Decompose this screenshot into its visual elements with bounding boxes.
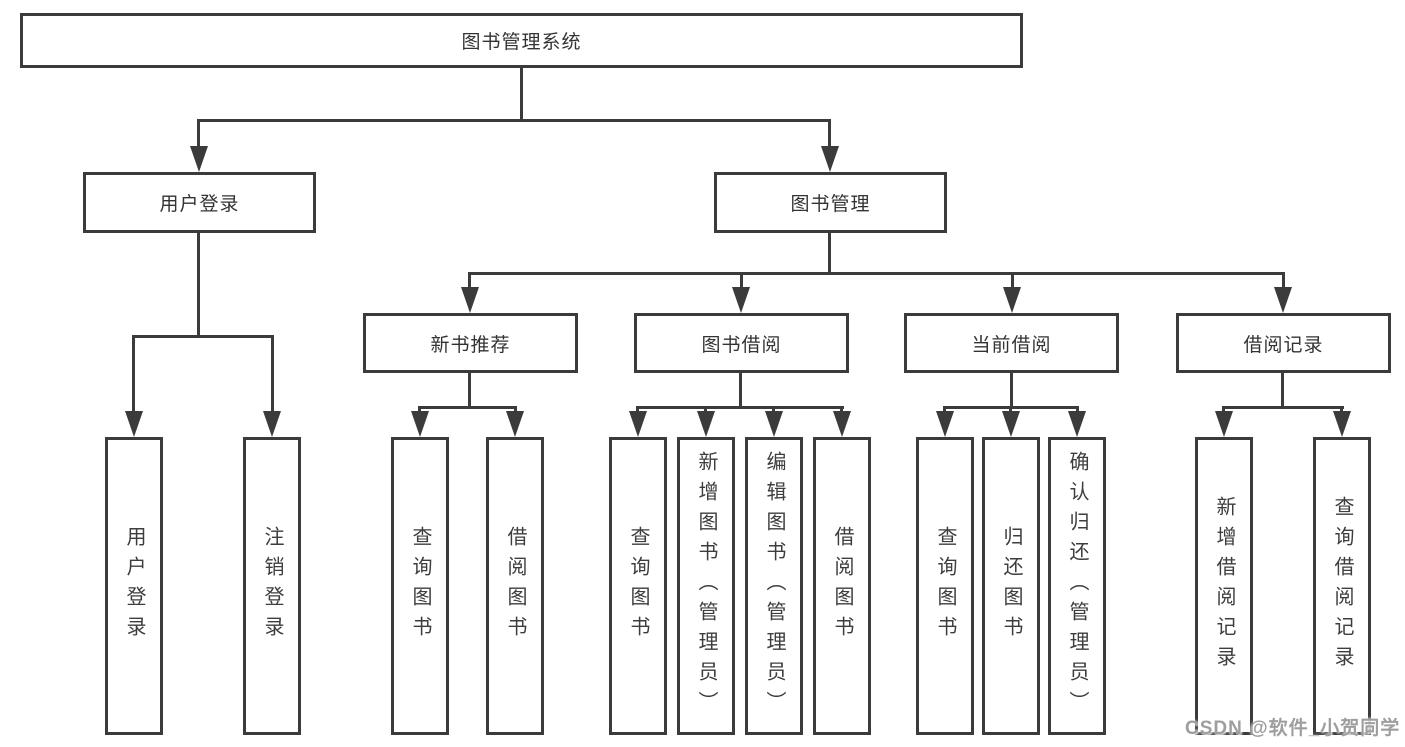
node-new-book-recommend: 新书推荐	[363, 313, 578, 373]
node-user-login-branch: 用户登录	[83, 172, 316, 233]
arrow-down-icon	[190, 146, 208, 172]
leaf-logout-login: 注销登录	[243, 437, 301, 735]
leaf-borrow-books: 借阅图书	[813, 437, 871, 735]
connector-line	[704, 406, 707, 415]
connector-line	[739, 373, 742, 409]
arrow-down-icon	[506, 411, 524, 437]
connector-line	[418, 406, 517, 409]
connector-line	[197, 119, 200, 151]
node-label: 借阅图书	[504, 526, 526, 646]
node-label: 归还图书	[1000, 526, 1022, 646]
arrow-down-icon	[1002, 411, 1020, 437]
arrow-down-icon	[1333, 411, 1351, 437]
node-label: 借阅记录	[1243, 334, 1324, 356]
node-borrow-records: 借阅记录	[1176, 313, 1391, 373]
arrow-down-icon	[461, 287, 479, 313]
node-label: 图书管理	[790, 194, 871, 215]
leaf-return-books: 归还图书	[982, 437, 1040, 735]
node-label: 当前借阅	[971, 334, 1052, 356]
node-label: 新增借阅记录	[1213, 496, 1235, 676]
connector-line	[197, 119, 831, 122]
arrow-down-icon	[1274, 287, 1292, 313]
leaf-add-books-admin: 新增图书（管理员）	[677, 437, 735, 735]
leaf-borrow-books-recommend: 借阅图书	[486, 437, 544, 735]
leaf-query-borrow-record: 查询借阅记录	[1313, 437, 1371, 735]
arrow-down-icon	[732, 287, 750, 313]
node-label: 编辑图书（管理员）	[763, 451, 785, 721]
connector-line	[1281, 373, 1284, 409]
connector-line	[418, 406, 421, 415]
node-book-management: 图书管理	[714, 172, 947, 233]
arrow-down-icon	[697, 411, 715, 437]
leaf-query-books-current: 查询图书	[916, 437, 974, 735]
leaf-confirm-return-admin: 确认归还（管理员）	[1048, 437, 1106, 735]
connector-line	[740, 272, 743, 290]
node-book-borrow: 图书借阅	[634, 313, 849, 373]
connector-line	[1076, 406, 1079, 415]
node-label: 查询图书	[627, 526, 649, 646]
connector-line	[468, 272, 471, 290]
node-label: 新增图书（管理员）	[695, 451, 717, 721]
connector-line	[1222, 406, 1225, 415]
connector-line	[514, 406, 517, 415]
arrow-down-icon	[1215, 411, 1233, 437]
connector-line	[1010, 373, 1013, 409]
connector-line	[943, 406, 946, 415]
leaf-edit-books-admin: 编辑图书（管理员）	[745, 437, 803, 735]
leaf-user-login: 用户登录	[105, 437, 163, 735]
connector-line	[840, 406, 843, 415]
connector-line	[132, 335, 274, 338]
connector-line	[197, 233, 200, 338]
node-label: 确认归还（管理员）	[1066, 451, 1088, 721]
arrow-down-icon	[125, 411, 143, 437]
watermark: CSDN @软件_小贺同学	[1185, 718, 1401, 739]
connector-line	[828, 119, 831, 151]
connector-line	[1282, 272, 1285, 290]
node-library-system: 图书管理系统	[20, 13, 1023, 68]
connector-line	[271, 335, 274, 415]
connector-line	[636, 406, 639, 415]
node-current-borrow: 当前借阅	[904, 313, 1119, 373]
connector-line	[772, 406, 775, 415]
node-label: 借阅图书	[831, 526, 853, 646]
connector-line	[828, 233, 831, 275]
arrow-down-icon	[629, 411, 647, 437]
arrow-down-icon	[833, 411, 851, 437]
arrow-down-icon	[263, 411, 281, 437]
leaf-add-borrow-record: 新增借阅记录	[1195, 437, 1253, 735]
arrow-down-icon	[1068, 411, 1086, 437]
node-label: 用户登录	[123, 526, 145, 646]
connector-line	[520, 68, 523, 122]
node-label: 注销登录	[261, 526, 283, 646]
arrow-down-icon	[821, 146, 839, 172]
arrow-down-icon	[765, 411, 783, 437]
connector-line	[132, 335, 135, 415]
node-label: 查询图书	[934, 526, 956, 646]
node-label: 新书推荐	[430, 334, 511, 356]
node-label: 图书借阅	[701, 334, 782, 356]
connector-line	[1222, 406, 1344, 409]
arrow-down-icon	[411, 411, 429, 437]
node-label: 查询图书	[409, 526, 431, 646]
connector-line	[1009, 406, 1012, 415]
connector-line	[468, 272, 1285, 275]
leaf-query-books-borrow: 查询图书	[609, 437, 667, 735]
node-label: 图书管理系统	[461, 32, 582, 53]
arrow-down-icon	[936, 411, 954, 437]
connector-line	[1340, 406, 1343, 415]
arrow-down-icon	[1003, 287, 1021, 313]
node-label: 用户登录	[159, 194, 240, 215]
leaf-query-books-recommend: 查询图书	[391, 437, 449, 735]
connector-line	[636, 406, 844, 409]
connector-line	[1011, 272, 1014, 290]
connector-line	[468, 373, 471, 409]
node-label: 查询借阅记录	[1331, 496, 1353, 676]
